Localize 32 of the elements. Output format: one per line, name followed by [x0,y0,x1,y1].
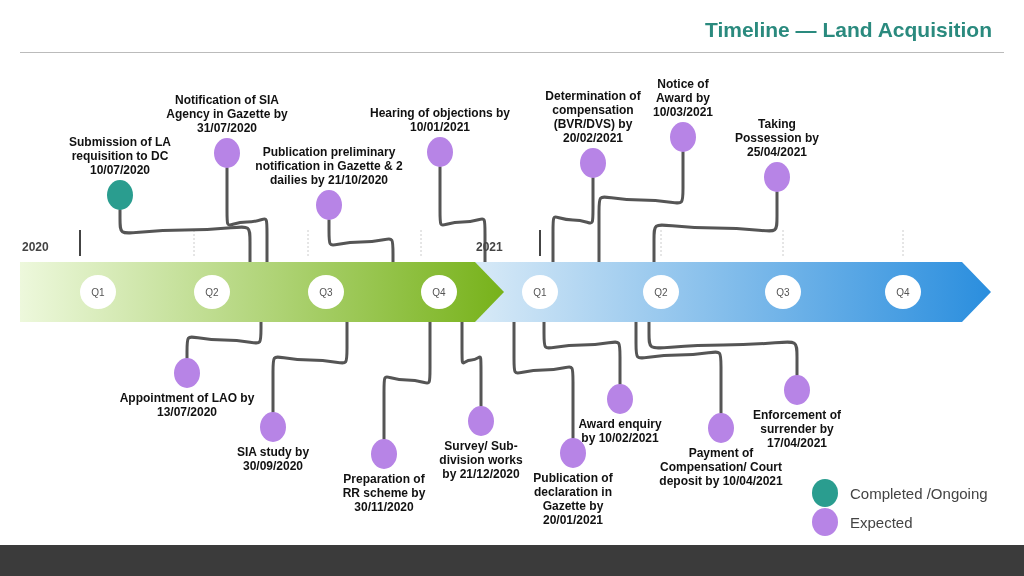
milestone-label: SIA study by 30/09/2020 [235,445,311,473]
leader-line [551,176,595,264]
milestone-label: Hearing of objections by 10/01/2021 [369,106,511,134]
leader-line [512,320,575,440]
leader-line [460,320,483,408]
leader-line [225,166,269,264]
legend-text: Expected [850,513,913,531]
leader-line [542,320,622,386]
milestone-label: Publication of declaration in Gazette by 20/01/2021 [532,471,614,527]
milestone-label: Notice of Award by 10/03/2021 [651,77,715,119]
milestone-label: Notification of SIA Agency in Gazette by 31/07/2020 [165,93,289,135]
milestone-label: Appointment of LAO by 13/07/2020 [119,391,255,419]
leader-line [271,320,349,414]
leader-line [382,320,432,441]
leader-line [118,208,252,264]
year-label: 2020 [22,240,49,254]
milestone-label: Submission of LA requisition to DC 10/07/2020 [68,135,172,177]
leader-line [597,150,685,264]
leader-line [634,320,723,415]
legend-text: Completed /Ongoing [850,484,988,502]
milestone-label: Determination of compensation (BVR/DVS) by 20/02/2021 [544,89,642,145]
milestone-label: Survey/ Sub-division works by 21/12/2020 [438,439,524,481]
slide-title: Timeline — Land Acquisition [704,18,992,42]
milestone-label: Preparation of RR scheme by 30/11/2020 [341,472,427,514]
leader-line [327,218,395,264]
milestone-label: Award enquiry by 10/02/2021 [577,417,663,445]
leader-line [652,190,779,264]
leader-line [647,320,799,377]
leader-line [438,165,487,264]
milestone-label: Taking Possession by 25/04/2021 [733,117,820,159]
leader-line [185,320,263,360]
milestone-label: Publication preliminary notification in Gazette & 2 dailies by 21/10/2020 [254,145,404,187]
